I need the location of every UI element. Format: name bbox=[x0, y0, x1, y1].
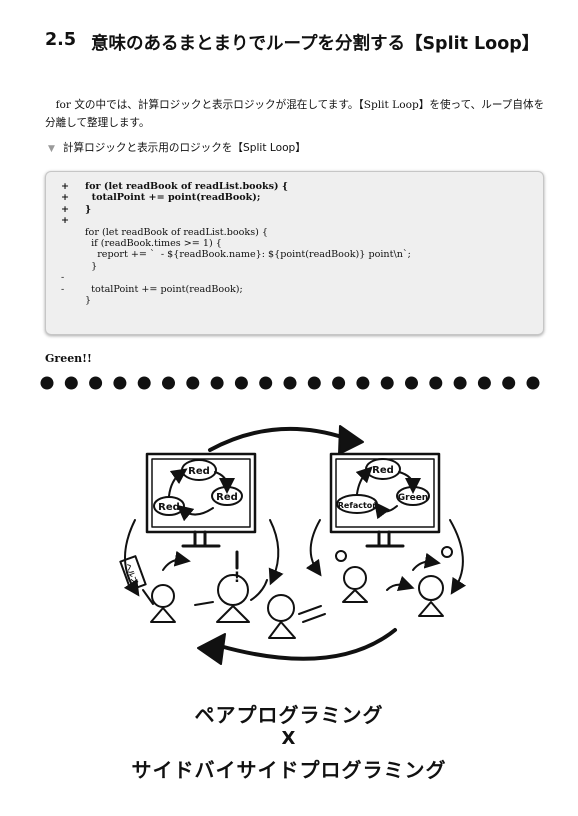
right-top-label: Red bbox=[372, 465, 394, 476]
dot-separator bbox=[40, 376, 540, 390]
code-block: +for (let readBook of readList.books) { … bbox=[45, 171, 544, 335]
person-right-b bbox=[418, 546, 453, 617]
help-sign-label: ヘルプ bbox=[124, 562, 140, 586]
big-text-pair: ペアプログラミング bbox=[194, 703, 384, 727]
code-line: +} bbox=[61, 203, 92, 215]
big-text-side-by-side: サイドバイサイドプログラミング bbox=[131, 758, 447, 782]
person-confused bbox=[194, 550, 268, 623]
person-right-a bbox=[335, 550, 368, 603]
triangle-icon: ▼ bbox=[48, 144, 55, 154]
diff-marker: + bbox=[61, 215, 70, 227]
diff-marker: - bbox=[61, 283, 65, 295]
code-line: } bbox=[85, 260, 98, 272]
diff-marker: + bbox=[61, 203, 70, 215]
exclaim-mark: ! bbox=[234, 570, 240, 586]
code-caption-text: 計算ロジックと表示用のロジックを【Split Loop】 bbox=[62, 142, 306, 154]
code-caption: ▼ 計算ロジックと表示用のロジックを【Split Loop】 bbox=[48, 140, 306, 155]
diff-marker: - bbox=[61, 272, 65, 284]
code-line: - totalPoint += point(readBook); bbox=[61, 283, 243, 295]
code-line: report += ` - ${readBook.name}: ${point(… bbox=[85, 249, 411, 261]
top-arrow bbox=[208, 426, 347, 452]
person-left bbox=[119, 555, 176, 623]
right-left-label: Refactor bbox=[338, 501, 377, 510]
bottom-arrow bbox=[218, 628, 397, 661]
code-line: if (readBook.times >= 1) { bbox=[85, 237, 222, 249]
body-paragraph: for 文の中では、計算ロジックと表示ロジックが混在してます。【Split Lo… bbox=[45, 99, 545, 129]
code-line: for (let readBook of readList.books) { bbox=[85, 226, 269, 238]
status-text: Green!! bbox=[45, 352, 92, 365]
diff-marker: + bbox=[61, 192, 70, 204]
code-line: } bbox=[85, 294, 92, 306]
code-line: + totalPoint += point(readBook); bbox=[61, 192, 261, 204]
diff-marker: + bbox=[61, 181, 70, 192]
left-top-label: Red bbox=[188, 466, 210, 477]
big-text-x: X bbox=[281, 728, 297, 749]
pair-programming-illustration: Red Red Red Red Refactor Green ヘルプ ! bbox=[119, 425, 467, 665]
left-monitor bbox=[145, 452, 257, 548]
right-monitor bbox=[329, 452, 441, 548]
code-line: - bbox=[61, 272, 543, 283]
person-bottom bbox=[267, 594, 326, 639]
left-left-label: Red bbox=[158, 502, 180, 513]
code-line: + bbox=[61, 215, 543, 226]
left-right-label: Red bbox=[216, 492, 238, 503]
right-right-label: Green bbox=[398, 493, 428, 503]
section-number: 2.5 bbox=[45, 30, 77, 50]
section-title: 意味のあるまとまりでループを分割する【Split Loop】 bbox=[91, 34, 540, 54]
code-line: +for (let readBook of readList.books) { bbox=[61, 181, 289, 192]
